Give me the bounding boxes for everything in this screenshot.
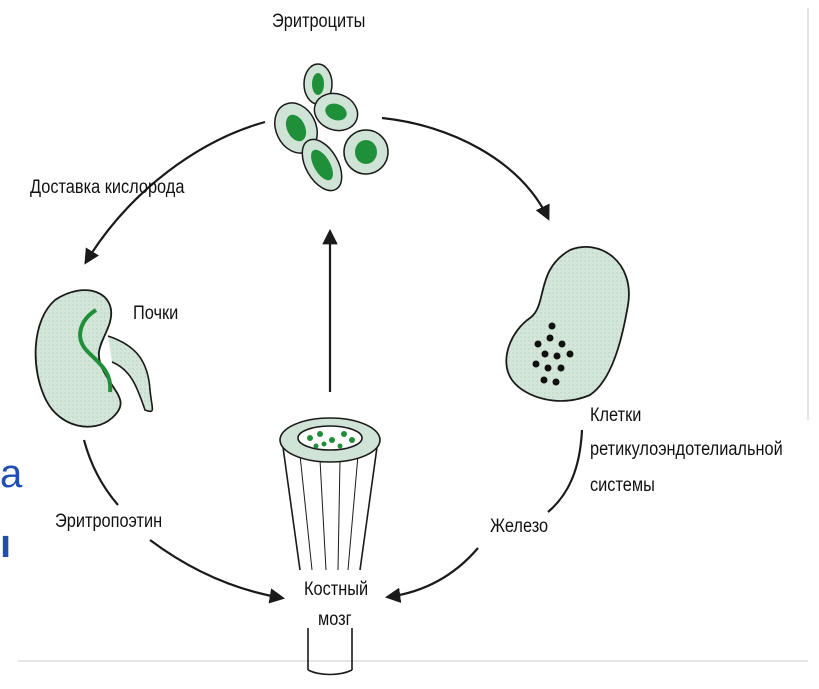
label-bone-marrow-line2: мозг	[318, 608, 352, 632]
arrow-res-to-marrow-upper	[548, 430, 582, 512]
label-erythropoietin: Эритропоэтин	[55, 510, 162, 534]
bone-shaft-lines	[300, 455, 358, 570]
label-res-cells-line3: системы	[590, 474, 655, 498]
erythrocyte-nucleus	[355, 140, 377, 164]
erythrocyte-nucleus	[312, 73, 324, 95]
res-cell-body	[506, 247, 629, 401]
bone-lower-piece	[308, 628, 352, 675]
label-oxygen-delivery: Доставка кислорода	[30, 176, 184, 200]
label-res-cells-line2: ретикулоэндотелиальной	[590, 438, 783, 462]
label-res-cells-line1: Клетки	[590, 404, 641, 428]
res-cells	[506, 247, 629, 401]
label-erythrocytes: Эритроциты	[272, 10, 365, 34]
arrow-to-res-cells	[382, 118, 548, 218]
arrow-iron	[388, 548, 478, 597]
arrow-kidney-to-marrow-upper	[84, 440, 118, 505]
erythrocytes-cluster	[267, 64, 388, 197]
label-iron: Железо	[490, 515, 548, 539]
label-kidneys: Почки	[133, 302, 178, 326]
label-bone-marrow-line1: Костный	[304, 578, 368, 602]
bone-marrow	[280, 418, 380, 675]
side-fragment-upper: а	[0, 452, 22, 497]
arrow-erythropoietin	[150, 540, 282, 598]
side-fragment-lower: ı	[0, 522, 11, 567]
kidney-body	[36, 290, 121, 427]
